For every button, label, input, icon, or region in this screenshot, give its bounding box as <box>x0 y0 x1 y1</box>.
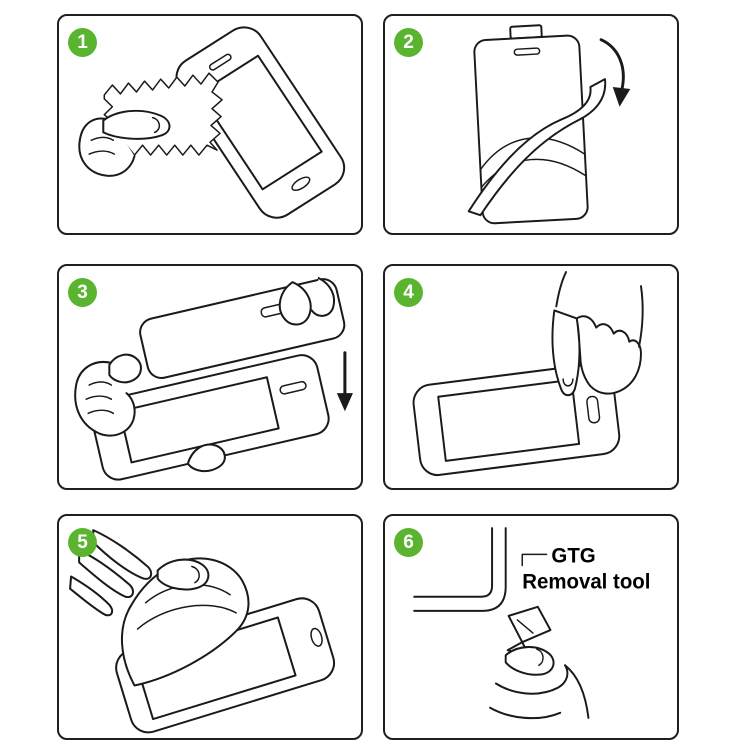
step-3-number: 3 <box>77 281 88 303</box>
finger-crease-1 <box>90 136 115 142</box>
finger-crease-2 <box>88 150 116 155</box>
peel-film-illustration <box>467 24 631 225</box>
step-6-badge: 6 <box>394 528 423 557</box>
step-1-number: 1 <box>77 31 88 53</box>
thumb <box>504 646 555 676</box>
right-finger-1 <box>278 281 312 326</box>
step-1-badge: 1 <box>68 28 97 57</box>
thumb-nail <box>536 648 544 667</box>
bottom-thumb <box>186 443 226 473</box>
curled-film <box>121 557 250 687</box>
pressing-hand <box>551 309 642 397</box>
label-pointer <box>521 553 548 567</box>
finger-crease-1 <box>88 381 113 386</box>
thumb <box>156 558 210 591</box>
step-4-number: 4 <box>403 281 414 303</box>
align-glass-illustration <box>74 277 353 481</box>
step-panel-6: 6 GTG Removal tool <box>383 514 679 740</box>
removal-tool-illustration: GTG Removal tool <box>413 527 650 720</box>
gtg-label-line-1: GTG <box>551 544 595 567</box>
step-4-badge: 4 <box>394 278 423 307</box>
phone-corner-outer <box>413 527 507 612</box>
step-panel-3: 3 <box>57 264 363 490</box>
step-panel-4: 4 <box>383 264 679 490</box>
step-5-number: 5 <box>77 531 88 553</box>
step-panel-1: 1 <box>57 14 363 235</box>
smooth-film-illustration <box>69 529 336 734</box>
phone-outline <box>175 26 346 219</box>
thumb-nail <box>191 565 200 584</box>
step-3-badge: 3 <box>68 278 97 307</box>
step-6-number: 6 <box>403 531 414 553</box>
finger-crease-3 <box>87 409 115 415</box>
earpiece-slot <box>208 53 232 71</box>
step-2-badge: 2 <box>394 28 423 57</box>
left-thumb <box>108 353 142 384</box>
arrow-shaft <box>599 38 625 93</box>
tool-fold-line <box>516 619 534 634</box>
home-button <box>291 176 311 192</box>
arrow-head <box>612 87 631 107</box>
wrist-line <box>564 664 590 719</box>
right-finger-2 <box>310 277 336 317</box>
wrist-line-right <box>638 285 644 348</box>
step-2-number: 2 <box>403 31 414 53</box>
hand-fist <box>78 117 136 177</box>
film-curve-2 <box>480 158 587 189</box>
peeled-film-flap <box>467 78 607 217</box>
finger-curve-1 <box>494 664 569 695</box>
finger-curve-2 <box>489 706 562 720</box>
removal-tool <box>507 605 552 644</box>
finger-3 <box>69 575 114 617</box>
step-5-badge: 5 <box>68 528 97 557</box>
phone-corner-inner <box>413 527 494 598</box>
phone-screen <box>437 378 581 462</box>
phone-screen <box>197 54 323 191</box>
protector-slot <box>513 47 541 56</box>
finger-nail <box>562 378 574 387</box>
clean-screen-illustration <box>78 26 346 219</box>
home-button <box>586 395 601 424</box>
press-screen-illustration <box>412 271 644 477</box>
finger-1 <box>92 529 153 580</box>
finger-2 <box>78 549 134 599</box>
thumb-nail <box>151 116 161 134</box>
down-arrow-icon <box>336 351 353 412</box>
home-button <box>310 627 323 647</box>
phone <box>175 26 346 219</box>
film-curve-2 <box>136 604 237 630</box>
finger-crease-2 <box>85 395 113 400</box>
step-panel-5: 5 <box>57 514 363 740</box>
film-curve-1 <box>479 137 586 171</box>
wrist-line-left <box>555 271 568 308</box>
step-panel-2: 2 <box>383 14 679 235</box>
gtg-label-line-2: Removal tool <box>522 570 650 593</box>
phone-slot <box>279 380 307 395</box>
curved-arrow-icon <box>599 38 631 107</box>
arrow-head <box>336 393 353 412</box>
